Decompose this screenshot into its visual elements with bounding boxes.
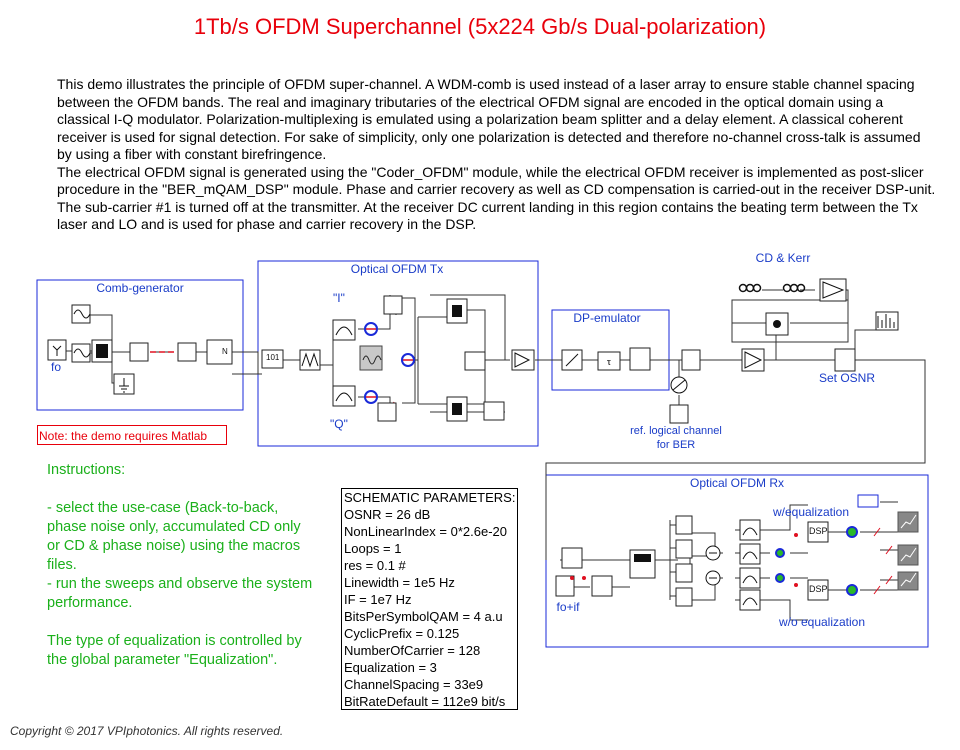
param-item: Equalization = 3: [344, 660, 437, 675]
ref-channel-label-1: ref. logical channel: [630, 425, 722, 437]
description: This demo illustrates the principle of O…: [57, 76, 937, 234]
rx-polarizer-icon: [561, 547, 583, 569]
dsp-1-icon: [807, 521, 829, 543]
param-item: BitRateDefault = 112e9 bit/s: [344, 694, 506, 709]
rx-components: [555, 515, 829, 611]
comb-n-label: N: [222, 347, 228, 356]
tx-laser-icon: [377, 402, 397, 422]
phase-shifter-icon: [464, 351, 486, 371]
cd-kerr-loop-box: [731, 299, 849, 343]
instructions-step-1: - select the use-case (Back-to-back, pha…: [47, 500, 301, 573]
photodiode-2-icon: [675, 539, 693, 559]
tx-components: [261, 295, 535, 422]
fiber-spool-icons: [738, 283, 806, 293]
set-osnr-label: Set OSNR: [818, 371, 876, 385]
instructions-equalization: The type of equalization is controlled b…: [47, 633, 302, 668]
fork-icon: [206, 339, 233, 365]
rx-scope-icons: [897, 511, 919, 591]
description-paragraph-3: The sub-carrier #1 is turned off at the …: [57, 198, 918, 233]
coder-ofdm-icon: [299, 349, 321, 371]
photodiode-4-icon: [675, 587, 693, 607]
dsp-2-icon: [807, 579, 829, 601]
comb-generator-components: [47, 304, 233, 395]
comb-generator-label: Comb-generator: [96, 281, 184, 295]
params-heading: SCHEMATIC PARAMETERS:: [344, 490, 516, 505]
photodiode-1-icon: [675, 515, 693, 535]
param-item: NonLinearIndex = 0*2.6e-20: [344, 524, 507, 539]
red-dot-markers: [570, 533, 798, 587]
svg-text:τ: τ: [607, 356, 612, 368]
rx-filter-1-icon: [739, 519, 761, 541]
tx-laser-icon: [383, 295, 403, 315]
param-item: IF = 1e7 Hz: [344, 592, 412, 607]
dp-emulator-components: [561, 347, 701, 424]
pbs-icon: [629, 347, 651, 371]
matlab-note: Note: the demo requires Matlab: [37, 425, 227, 445]
sine-source-icon: [71, 304, 91, 324]
comb-generator-box: [36, 279, 244, 411]
rx-output-markers: [873, 527, 893, 595]
fo-label: fo: [51, 360, 62, 374]
scope-icon: [359, 345, 383, 371]
instructions-step-2: - run the sweeps and observe the system …: [47, 576, 313, 611]
filter-icon: [177, 342, 197, 362]
lo-polarizer-icon: [591, 575, 613, 597]
dp-emulator-box: [551, 309, 670, 391]
instructions-heading: Instructions:: [47, 462, 126, 478]
delay-icon: [483, 401, 505, 421]
mux-icon: [681, 349, 701, 371]
param-item: Loops = 1: [344, 541, 402, 556]
optical-ofdm-rx-label: Optical OFDM Rx: [689, 476, 785, 490]
q-label: "Q": [330, 417, 348, 431]
description-paragraph-2: The electrical OFDM signal is generated …: [57, 163, 936, 198]
lo-laser-icon: [555, 575, 575, 597]
param-item: res = 0.1 #: [344, 558, 406, 573]
param-item: OSNR = 26 dB: [344, 507, 431, 522]
instructions: Instructions: - select the use-case (Bac…: [47, 461, 317, 670]
param-item: CyclicPrefix = 0.125: [344, 626, 460, 641]
set-osnr-icon: [834, 348, 856, 372]
rx-filter-4-icon: [739, 589, 761, 611]
sine-source-icon: [71, 343, 91, 363]
dp-emulator-label: DP-emulator: [573, 311, 641, 325]
dsp-2-label: DSP: [809, 584, 828, 594]
tau-delay-icon: [597, 351, 621, 371]
schematic-parameters: SCHEMATIC PARAMETERS: OSNR = 26 dB NonLi…: [341, 488, 518, 710]
filter-q-icon: [332, 385, 356, 407]
fo-if-label: fo+if: [556, 600, 580, 614]
filter-i-icon: [332, 319, 356, 341]
param-item: Linewidth = 1e5 Hz: [344, 575, 455, 590]
page-title: 1Tb/s OFDM Superchannel (5x224 Gb/s Dual…: [193, 14, 767, 39]
hybrid-label: 90: [636, 566, 645, 575]
param-item: ChannelSpacing = 33e9: [344, 677, 484, 692]
w-equalization-label: w/equalization: [772, 505, 850, 519]
optical-ofdm-tx-label: Optical OFDM Tx: [350, 262, 444, 276]
param-item: NumberOfCarrier = 128: [344, 643, 481, 658]
rx-filter-2-icon: [739, 543, 761, 565]
cd-kerr-label: CD & Kerr: [755, 251, 811, 265]
i-label: "I": [333, 291, 345, 305]
param-item: BitsPerSymbolQAM = 4 a.u: [344, 609, 503, 624]
rx-filter-3-icon: [739, 567, 761, 589]
reference-channel-icon: [669, 404, 689, 424]
filter-icon: [129, 342, 149, 362]
copyright: Copyright © 2017 VPIphotonics. All right…: [10, 724, 284, 738]
cd-kerr-components: [741, 278, 899, 372]
rx-param-box: [857, 494, 879, 508]
photodiode-3-icon: [675, 563, 693, 583]
dsp-1-label: DSP: [809, 526, 828, 536]
wo-equalization-label: w/o equalization: [778, 615, 866, 629]
description-paragraph-1: This demo illustrates the principle of O…: [57, 76, 921, 162]
ref-channel-label-2: for BER: [656, 439, 696, 451]
coder-bits-label: 101: [266, 353, 280, 362]
bit-generator-icon: [261, 349, 284, 369]
decision-icons: [775, 526, 858, 596]
optical-ofdm-rx-box: [545, 474, 929, 648]
spectrum-analyzer-icon: [875, 311, 899, 331]
